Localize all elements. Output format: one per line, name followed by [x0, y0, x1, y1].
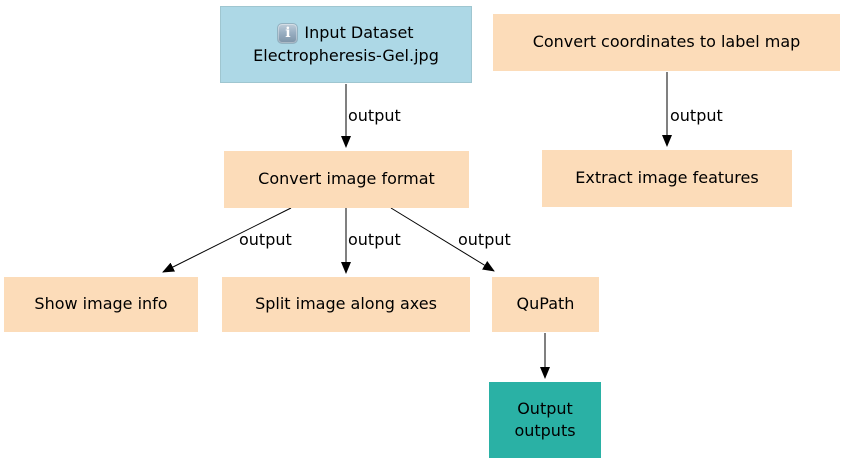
- node-input-dataset: i Input Dataset Electropheresis-Gel.jpg: [220, 6, 472, 83]
- edge-label-output-1: output: [348, 106, 401, 125]
- input-dataset-title-row: i Input Dataset: [278, 22, 414, 44]
- node-output-outputs: Output outputs: [489, 382, 601, 458]
- edge-label-output-3: output: [239, 230, 292, 249]
- node-extract-image-features: Extract image features: [542, 150, 792, 207]
- node-convert-image-format: Convert image format: [224, 151, 469, 208]
- edge-label-output-2: output: [670, 106, 723, 125]
- node-label: Show image info: [34, 294, 168, 314]
- edge-label-output-4: output: [348, 230, 401, 249]
- edge-label-output-5: output: [458, 230, 511, 249]
- node-convert-coordinates: Convert coordinates to label map: [493, 14, 840, 71]
- node-show-image-info: Show image info: [4, 277, 198, 332]
- input-dataset-title: Input Dataset: [304, 23, 414, 43]
- input-dataset-filename: Electropheresis-Gel.jpg: [253, 45, 439, 65]
- node-label: Split image along axes: [255, 294, 437, 314]
- output-subtitle: outputs: [514, 421, 576, 440]
- node-label: Convert coordinates to label map: [532, 32, 801, 52]
- node-label: Convert image format: [258, 169, 435, 189]
- node-split-image-along-axes: Split image along axes: [222, 277, 470, 332]
- node-label: Extract image features: [575, 168, 759, 188]
- node-qupath: QuPath: [492, 277, 599, 332]
- info-icon: i: [278, 23, 298, 43]
- node-label: QuPath: [516, 294, 575, 314]
- output-title: Output: [517, 398, 573, 418]
